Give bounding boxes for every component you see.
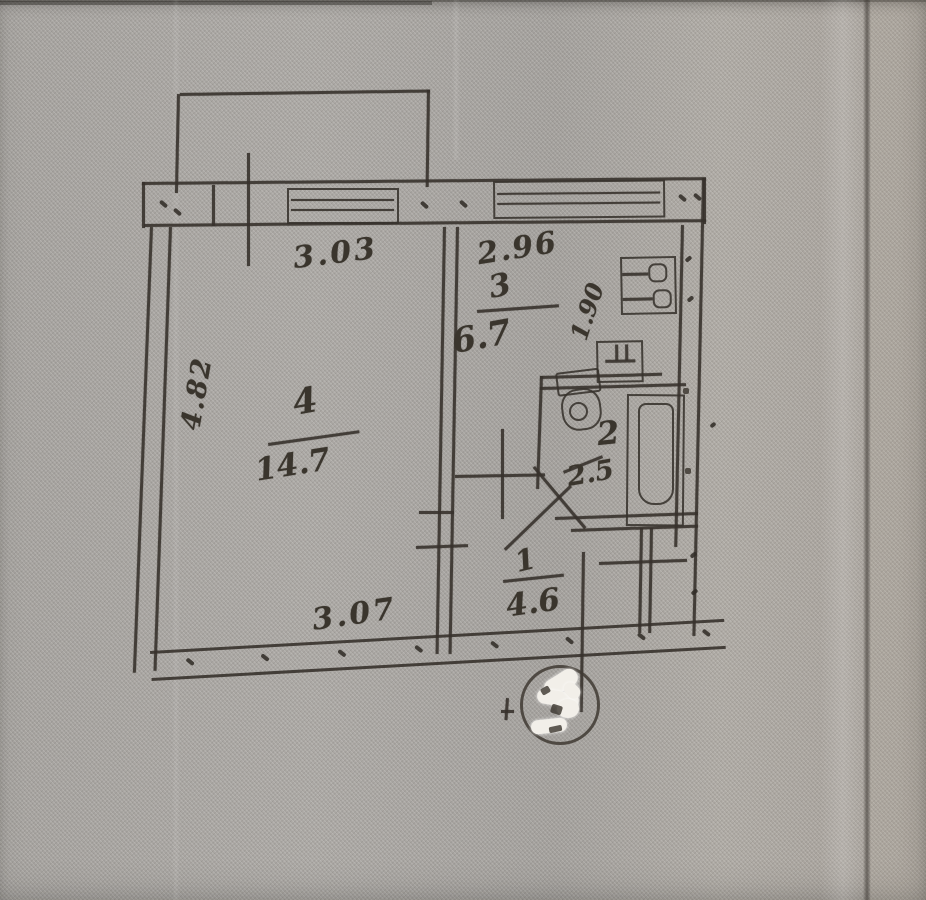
- top-wall-divider: [212, 185, 215, 226]
- room-kitchen-number: 3: [485, 266, 515, 306]
- dim-kitchen-width-top: 2.96: [474, 224, 561, 273]
- room-living-number: 4: [289, 379, 321, 424]
- left-wall-outer-line: [132, 227, 153, 673]
- duct-shaft-line: [648, 528, 653, 634]
- kitchen-window: [493, 179, 666, 219]
- room-bathroom-number: 2: [595, 412, 622, 454]
- dim-kitchen-depth: 1.90: [564, 279, 610, 344]
- window-sill-line: [497, 191, 661, 195]
- balcony-wall-top: [180, 89, 431, 96]
- wall-hatch-tick: [185, 657, 195, 667]
- fabric-fold-faint-center: [452, 0, 460, 160]
- wall-hatch-tick: [337, 648, 347, 658]
- stove-burner: [652, 289, 672, 309]
- balcony-wall-right: [425, 90, 430, 188]
- toilet-bowl-inner: [569, 402, 588, 421]
- wall-hatch-tick: [419, 200, 430, 210]
- room-kitchen-fraction-bar: [477, 304, 560, 313]
- top-wall-inner-line: [144, 219, 707, 227]
- duct-horizontal-line: [599, 558, 688, 565]
- dim-living-width-top: 3.03: [291, 230, 380, 277]
- stamp-circle: [520, 665, 600, 745]
- kitchen-bottom-line: [455, 473, 546, 478]
- right-wall-outer-line: [692, 178, 705, 636]
- fabric-fold-faint-left: [172, 0, 180, 900]
- fabric-fold-highlight: [820, 0, 866, 900]
- stamp-side-tick: [501, 710, 514, 713]
- stove-burner: [648, 263, 668, 283]
- wall-hatch-tick: [701, 628, 712, 638]
- dim-living-width-bottom: 3.07: [309, 591, 400, 638]
- window-sill-line: [291, 199, 394, 201]
- wall-hatch-tick: [489, 640, 500, 650]
- wall-hatch-tick: [564, 636, 575, 645]
- top-wall-left-cap: [142, 182, 145, 228]
- photo-top-edge-left: [0, 1, 432, 5]
- sink-line: [605, 359, 636, 363]
- window-sill-line: [497, 201, 661, 205]
- duct-shaft-line: [638, 528, 643, 634]
- sink-faucet-line: [625, 344, 628, 361]
- door-hinge-dot: [683, 388, 689, 394]
- stove-line: [622, 297, 653, 301]
- photo-top-edge: [0, 0, 926, 2]
- wall-hatch-tick: [677, 193, 688, 203]
- living-partition-line-b: [448, 227, 459, 654]
- kitchen-door-jamb: [501, 429, 504, 519]
- room-bathroom-area: 2.5: [564, 454, 617, 493]
- dim-living-height-left: 4.82: [175, 354, 219, 433]
- living-room-window: [287, 188, 399, 224]
- balcony-wall-left: [174, 94, 180, 194]
- wall-hatch-tick: [684, 255, 693, 263]
- fabric-fold-line: [863, 0, 871, 900]
- door-hinge-dot: [685, 468, 691, 474]
- wall-hatch-tick: [414, 644, 424, 654]
- fabric-right-tint: [870, 0, 926, 900]
- bathtub-inner: [638, 403, 674, 505]
- room-hall-number: 1: [511, 541, 540, 579]
- room-living-area: 14.7: [252, 441, 333, 489]
- sink-faucet-line: [615, 344, 618, 361]
- wall-hatch-tick: [686, 295, 695, 303]
- living-door-mark: [416, 544, 469, 549]
- wall-hatch-tick: [260, 653, 270, 662]
- stove-line: [622, 272, 649, 276]
- stove-icon: [620, 256, 678, 315]
- living-door-mark: [419, 511, 454, 514]
- whiteout-blob: [557, 699, 579, 718]
- living-partition-line-a: [435, 227, 446, 654]
- wall-hatch-tick: [709, 421, 717, 429]
- balcony-door-line: [247, 153, 250, 266]
- wall-hatch-tick: [636, 632, 647, 641]
- wall-hatch-tick: [172, 207, 183, 217]
- room-kitchen-area: 6.7: [448, 312, 515, 362]
- wall-hatch-tick: [458, 199, 469, 209]
- wall-hatch-tick: [158, 199, 169, 209]
- window-sill-line: [291, 209, 394, 211]
- room-hall-area: 4.6: [503, 581, 563, 625]
- sink-icon: [596, 340, 644, 383]
- left-wall-inner-line: [153, 227, 172, 671]
